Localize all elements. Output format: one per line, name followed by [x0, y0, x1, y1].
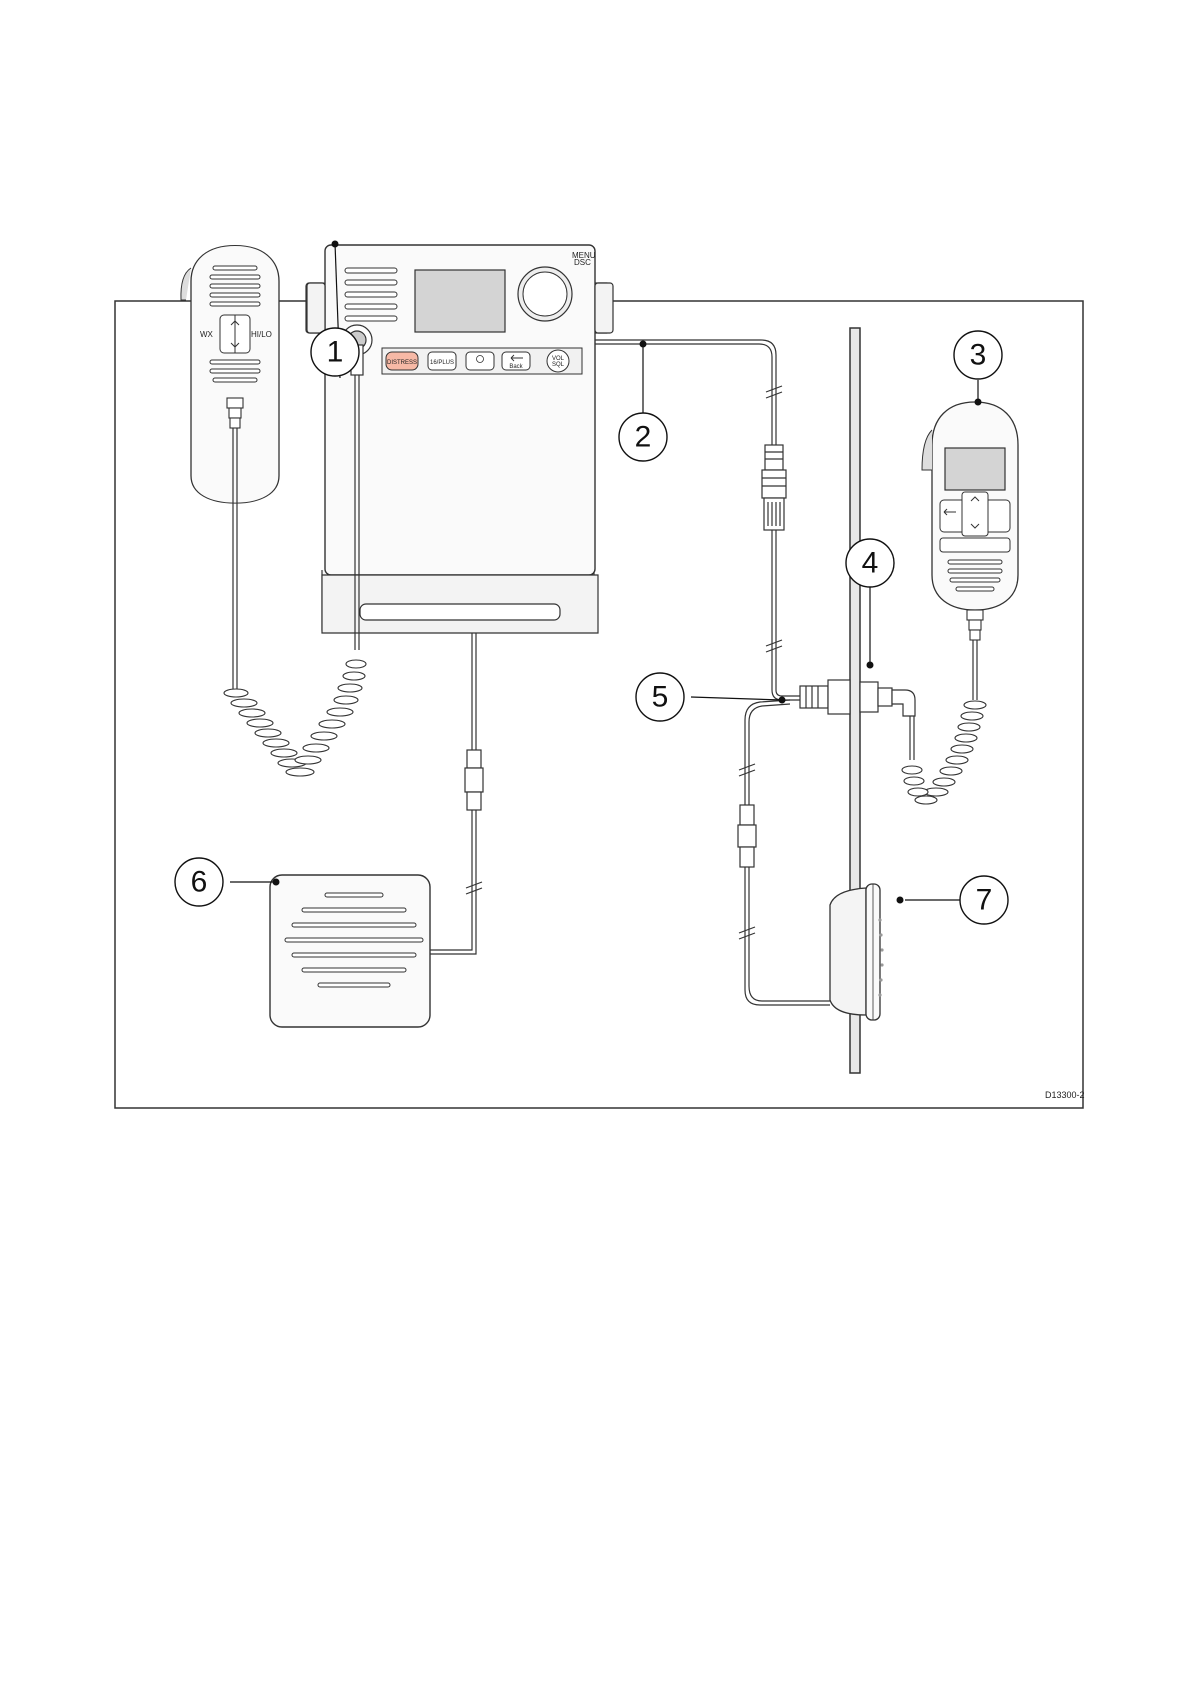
- handset-display: [945, 448, 1005, 490]
- fist-mic-buttons[interactable]: [220, 315, 250, 353]
- svg-text:2: 2: [635, 421, 652, 454]
- radio-dsc-label: DSC: [574, 258, 591, 267]
- svg-text:5: 5: [652, 681, 669, 714]
- callout-1: 1: [311, 328, 359, 376]
- radio-rotary-knob[interactable]: [518, 267, 572, 321]
- reference-code: D13300-2: [1045, 1090, 1085, 1100]
- power-button[interactable]: [466, 352, 494, 370]
- back-button[interactable]: Back: [502, 352, 530, 370]
- svg-text:1: 1: [327, 336, 344, 369]
- radio-display: [415, 270, 505, 332]
- svg-text:DISTRESS: DISTRESS: [387, 360, 417, 366]
- speaker-6: [270, 875, 430, 1027]
- svg-text:4: 4: [862, 547, 879, 580]
- svg-text:SQL: SQL: [552, 362, 565, 368]
- svg-text:16/PLUS: 16/PLUS: [430, 360, 454, 366]
- callout-2: 2: [619, 413, 667, 461]
- vol-sql-button[interactable]: VOL SQL: [547, 350, 569, 372]
- callout-6: 6: [175, 858, 223, 906]
- callout-3: 3: [954, 331, 1002, 379]
- handset-nav-pad[interactable]: [940, 492, 1010, 552]
- fist-mic-left-label: WX: [200, 330, 214, 339]
- callout-5: 5: [636, 673, 684, 721]
- fist-mic-grip: [181, 268, 191, 300]
- radio-button-bar: DISTRESS 16/PLUS Back VOL SQL: [382, 348, 582, 374]
- connector-cable-2-inline: [762, 445, 786, 530]
- callout-7: 7: [960, 876, 1008, 924]
- svg-text:7: 7: [976, 884, 993, 917]
- svg-text:6: 6: [191, 866, 208, 899]
- callout-4: 4: [846, 539, 894, 587]
- fist-mic-right-label: HI/LO: [251, 330, 272, 339]
- svg-text:3: 3: [970, 339, 987, 372]
- svg-text:Back: Back: [509, 364, 523, 370]
- speaker-7: [830, 884, 884, 1020]
